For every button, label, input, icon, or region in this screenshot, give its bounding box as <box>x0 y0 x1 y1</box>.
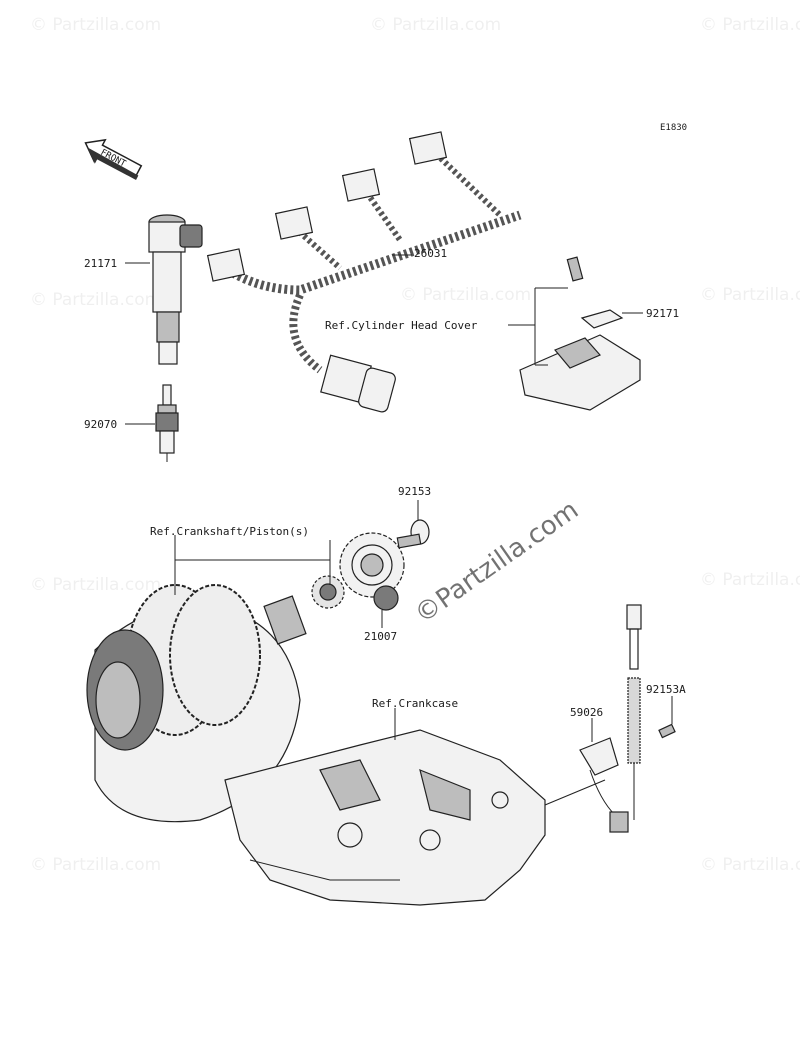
wire-harness-illustration <box>206 131 522 413</box>
sensor-bolt-illustration <box>658 723 676 739</box>
rotor-bolt-illustration <box>396 519 430 549</box>
timing-rotor-illustration <box>311 532 405 611</box>
spark-plug-illustration <box>155 384 179 462</box>
part-label-92070[interactable]: 92070 <box>84 418 117 431</box>
part-label-92153[interactable]: 92153 <box>398 485 431 498</box>
watermark: © Partzilla.com <box>370 15 501 35</box>
diagram-code: E1830 <box>660 123 687 133</box>
part-label-92153A[interactable]: 92153A <box>646 683 686 696</box>
watermark: © Partzilla.com <box>400 285 531 305</box>
watermark: © Partzilla.com <box>30 290 161 310</box>
ref-label-crankshaft-piston[interactable]: Ref.Crankshaft/Piston(s) <box>150 525 309 538</box>
center-watermark: ©Partzilla.com <box>409 495 584 630</box>
part-label-21007[interactable]: 21007 <box>364 630 397 643</box>
part-label-92171[interactable]: 92171 <box>646 307 679 320</box>
watermark: © Partzilla.com <box>700 15 800 35</box>
ref-label-crankcase[interactable]: Ref.Crankcase <box>372 697 458 710</box>
part-label-59026[interactable]: 59026 <box>570 706 603 719</box>
watermark: © Partzilla.com <box>700 855 800 875</box>
crankcase-illustration <box>224 729 546 906</box>
part-label-26031[interactable]: 26031 <box>414 247 447 260</box>
ref-label-cylinder-head-cover[interactable]: Ref.Cylinder Head Cover <box>325 319 478 332</box>
ignition-coil-illustration <box>148 214 203 365</box>
part-label-21171[interactable]: 21171 <box>84 257 117 270</box>
watermark: © Partzilla.com <box>30 15 161 35</box>
watermark: © Partzilla.com <box>30 575 161 595</box>
watermark: © Partzilla.com <box>30 855 161 875</box>
cylinder-head-cover-illustration <box>519 256 641 411</box>
front-arrow-icon: FRONT <box>84 138 143 180</box>
watermark: © Partzilla.com <box>700 570 800 590</box>
watermark: © Partzilla.com <box>700 285 800 305</box>
crank-sensor-illustration <box>579 604 642 833</box>
crankshaft-illustration <box>86 584 307 823</box>
